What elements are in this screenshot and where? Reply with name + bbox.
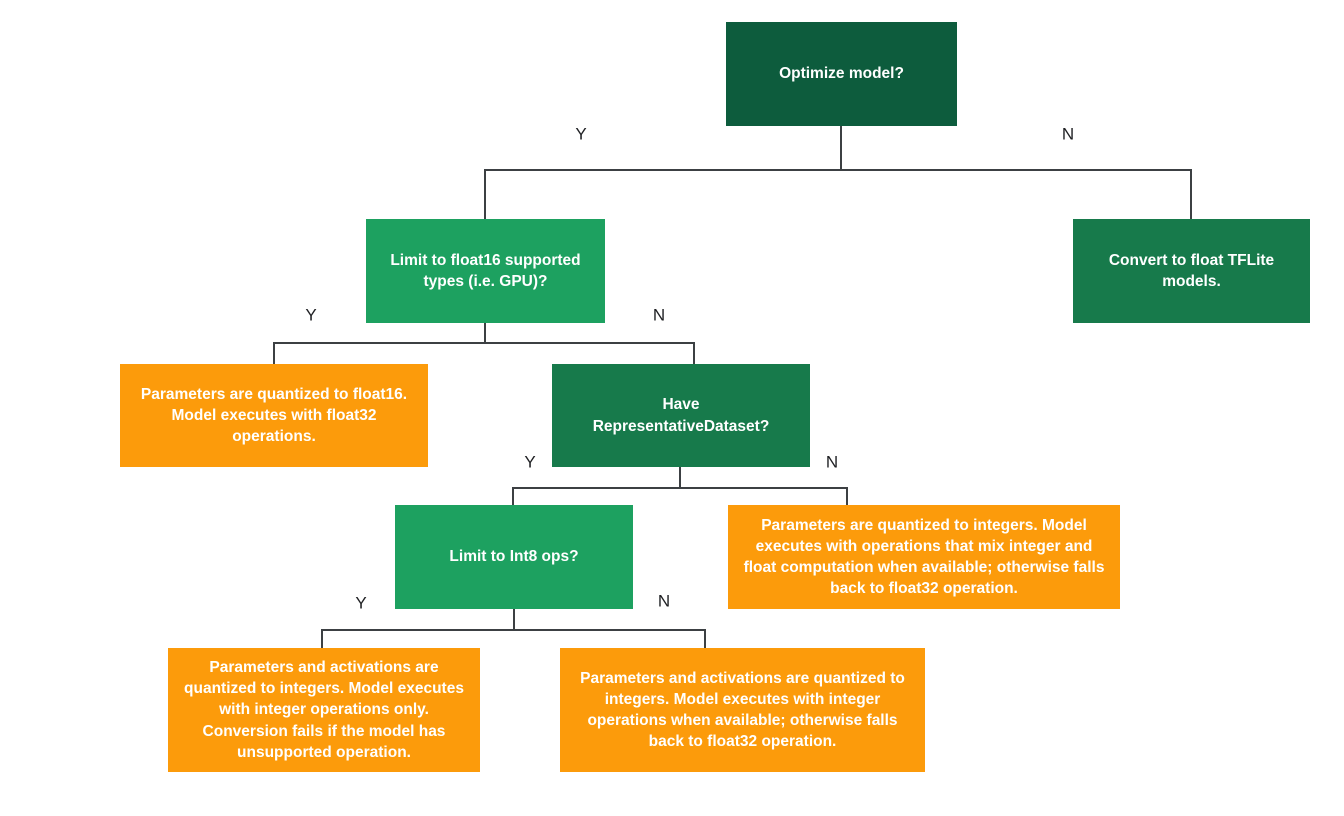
node-mixed-integer-result-label: Parameters are quantized to integers. Mo… [743,516,1105,598]
connector-level1-drop-right [1190,170,1192,219]
node-limit-float16-label: Limit to float16 supported types (i.e. G… [390,251,581,290]
connector-level1-drop-left [484,170,486,219]
node-float16-quantized-result: Parameters are quantized to float16. Mod… [120,364,428,467]
connector-int8-stem [513,609,515,630]
connector-level2-drop-left [273,343,275,364]
connector-level4-drop-left [321,630,323,648]
node-limit-int8-ops-label: Limit to Int8 ops? [449,548,579,566]
node-have-representative-dataset: Have RepresentativeDataset? [552,364,810,467]
connector-level3-horizontal [512,487,848,489]
node-integer-only-result-label: Parameters and activations are quantized… [184,659,464,761]
edge-label-dataset-yes: Y [524,452,536,472]
connector-level4-drop-right [704,630,706,648]
edge-label-float16-yes: Y [305,305,317,325]
edge-label-optimize-yes: Y [575,124,587,144]
connector-level4-horizontal [321,629,706,631]
node-convert-float-tflite: Convert to float TFLite models. [1073,219,1310,323]
edge-label-float16-no: N [652,305,666,325]
connector-level2-horizontal [273,342,695,344]
node-limit-float16: Limit to float16 supported types (i.e. G… [366,219,605,323]
edge-label-int8-yes: Y [355,593,367,613]
node-integer-only-result: Parameters and activations are quantized… [168,648,480,772]
node-optimize-model-label: Optimize model? [779,65,904,83]
node-float16-quantized-result-label: Parameters are quantized to float16. Mod… [140,385,408,446]
connector-level3-drop-right [846,488,848,505]
node-integer-fallback-result: Parameters and activations are quantized… [560,648,925,772]
node-limit-int8-ops: Limit to Int8 ops? [395,505,633,609]
connector-level3-drop-left [512,488,514,505]
edge-label-optimize-no: N [1061,124,1075,144]
connector-dataset-stem [679,467,681,488]
connector-level1-horizontal [484,169,1192,171]
node-have-representative-dataset-label: Have RepresentativeDataset? [592,396,770,435]
connector-level2-drop-right [693,343,695,364]
node-optimize-model: Optimize model? [726,22,957,126]
node-convert-float-tflite-label: Convert to float TFLite models. [1108,251,1275,290]
edge-label-dataset-no: N [825,452,839,472]
node-integer-fallback-result-label: Parameters and activations are quantized… [580,669,905,751]
connector-float16-stem [484,323,486,343]
edge-label-int8-no: N [657,591,671,611]
node-mixed-integer-result: Parameters are quantized to integers. Mo… [728,505,1120,609]
connector-optimize-stem [840,126,842,170]
